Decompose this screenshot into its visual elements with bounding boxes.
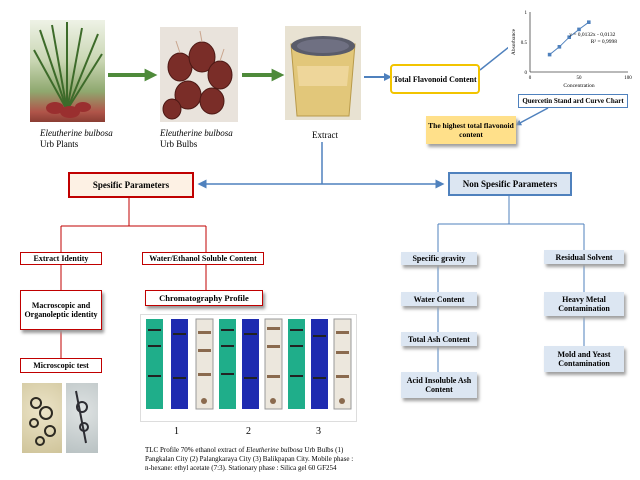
non-specific-parameters-box: Non Spesific Parameters	[448, 172, 572, 196]
extract-identity-box: Extract Identity	[20, 252, 102, 265]
tlc-plates-panel	[140, 314, 357, 422]
acid-ash-label: Acid Insoluble Ash Content	[406, 376, 472, 394]
bulbs-caption-part: Urb Bulbs	[160, 139, 198, 149]
bulbs-photo	[160, 27, 238, 122]
acid-ash-box: Acid Insoluble Ash Content	[401, 372, 477, 398]
tlc-plate-1a	[146, 319, 163, 409]
tlc-plate-2a	[219, 319, 236, 409]
tlc-plate-3b	[311, 319, 328, 409]
residual-solvent-box: Residual Solvent	[544, 250, 624, 264]
heavy-metal-box: Heavy Metal Contamination	[544, 292, 624, 316]
chart-point	[557, 45, 562, 49]
tlc-group-label-2: 2	[246, 426, 251, 437]
tlc-plate-2c	[264, 318, 283, 410]
highest-flavonoid-box: The highest total flavonoid content	[426, 116, 516, 144]
tlc-caption-part1: TLC Profile 70% ethanol extract of	[145, 446, 247, 454]
chart-x-tick-label: 0	[529, 76, 532, 81]
bulbs-caption-species: Eleutherine bulbosa	[160, 128, 233, 138]
tlc-group-label-1: 1	[174, 426, 179, 437]
water-content-label: Water Content	[413, 294, 465, 304]
tlc-plate-3c	[333, 318, 352, 410]
chart-y-tick-label: 0	[525, 71, 528, 76]
chart-x-tick-label: 100	[624, 76, 632, 81]
chart-x-tick-label: 50	[577, 76, 583, 81]
specific-gravity-label: Specific gravity	[412, 254, 466, 263]
tlc-group-label-3: 3	[316, 426, 321, 437]
extract-caption: Extract	[312, 130, 338, 140]
tlc-plate-1c	[195, 318, 214, 410]
macroscopic-box: Macroscopic and Organoleptic identity	[20, 290, 102, 330]
bulbs-caption: Eleutherine bulbosa Urb Bulbs	[160, 128, 250, 150]
specific-parameters-label: Spesific Parameters	[92, 179, 170, 190]
specific-parameters-box: Spesific Parameters	[68, 172, 194, 198]
chart-point	[547, 52, 552, 57]
total-flavonoid-box: Total Flavonoid Content	[390, 64, 480, 94]
soluble-content-label: Water/Ethanol Soluble Content	[149, 254, 257, 263]
tlc-plate-3a	[288, 319, 305, 409]
chart-equation: y = 0,0132x - 0,0132	[569, 32, 615, 38]
total-ash-box: Total Ash Content	[401, 332, 477, 346]
macroscopic-label: Macroscopic and Organoleptic identity	[24, 301, 98, 319]
plant-caption: Eleutherine bulbosa Urb Plants	[40, 128, 130, 150]
microscopic-label: Microscopic test	[33, 361, 89, 370]
specific-gravity-box: Specific gravity	[401, 252, 477, 265]
total-ash-label: Total Ash Content	[408, 334, 470, 344]
chart-x-axis-label: Concentration	[563, 83, 594, 89]
extract-photo	[285, 26, 361, 120]
microscope-photo-2	[66, 383, 98, 453]
plant-photo	[30, 20, 105, 122]
mold-yeast-label: Mold and Yeast Contamination	[557, 350, 611, 368]
tlc-caption-part2: Urb Bulbs (1) Pangkalan City (2) Palangk…	[145, 446, 354, 472]
plant-caption-species: Eleutherine bulbosa	[40, 128, 113, 138]
chart-r2: R² = 0,9998	[591, 39, 618, 45]
chromatography-box: Chromatography Profile	[145, 290, 263, 306]
tlc-plate-1b	[171, 319, 188, 409]
microscope-photo-1	[22, 383, 62, 453]
tlc-caption: TLC Profile 70% ethanol extract of Eleut…	[145, 446, 360, 473]
microscopic-box: Microscopic test	[20, 358, 102, 373]
soluble-content-box: Water/Ethanol Soluble Content	[142, 252, 264, 265]
extract-identity-label: Extract Identity	[33, 254, 89, 263]
tlc-plate-2b	[242, 319, 259, 409]
highest-flavonoid-label: The highest total flavonoid content	[428, 121, 514, 139]
tlc-caption-species: Eleutherine bulbosa	[246, 446, 303, 454]
mold-yeast-box: Mold and Yeast Contamination	[544, 346, 624, 372]
chromatography-label: Chromatography Profile	[159, 292, 249, 303]
water-content-box: Water Content	[401, 292, 477, 306]
total-flavonoid-label: Total Flavonoid Content	[393, 74, 477, 84]
heavy-metal-label: Heavy Metal Contamination	[558, 295, 610, 313]
quercetin-curve-label-box: Quercetin Stand ard Curve Chart	[518, 94, 628, 108]
plant-caption-part: Urb Plants	[40, 139, 79, 149]
chart-point	[587, 20, 591, 24]
blue-arrow-highest	[515, 107, 549, 126]
chart-y-tick-label: 0.5	[521, 41, 528, 46]
chart-y-tick-label: 1	[525, 11, 528, 16]
chart-point	[567, 35, 571, 39]
chart-point	[577, 27, 581, 32]
residual-solvent-label: Residual Solvent	[555, 252, 613, 262]
non-specific-parameters-label: Non Spesific Parameters	[462, 178, 558, 189]
chart-y-axis-label: Absorbance	[511, 28, 517, 55]
quercetin-curve-label: Quercetin Stand ard Curve Chart	[522, 96, 624, 105]
